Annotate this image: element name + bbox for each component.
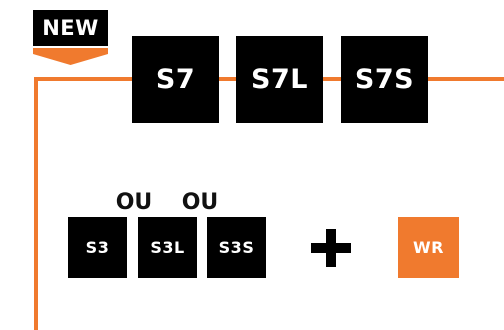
connector-line-vertical bbox=[34, 77, 38, 330]
badge-label: NEW bbox=[42, 16, 99, 40]
plus-icon bbox=[311, 229, 351, 267]
model-box-s3s: S3S bbox=[207, 217, 266, 278]
model-box-s3: S3 bbox=[68, 217, 127, 278]
model-box-s3l: S3L bbox=[138, 217, 197, 278]
model-box-s7s: S7S bbox=[341, 36, 428, 123]
new-badge: NEW bbox=[33, 10, 108, 65]
model-box-s7l: S7L bbox=[236, 36, 323, 123]
or-label-1: OU bbox=[115, 190, 153, 215]
badge-shape-icon bbox=[33, 10, 108, 65]
model-box-wr: WR bbox=[398, 217, 459, 278]
or-label-2: OU bbox=[181, 190, 219, 215]
model-box-s7: S7 bbox=[132, 36, 219, 123]
